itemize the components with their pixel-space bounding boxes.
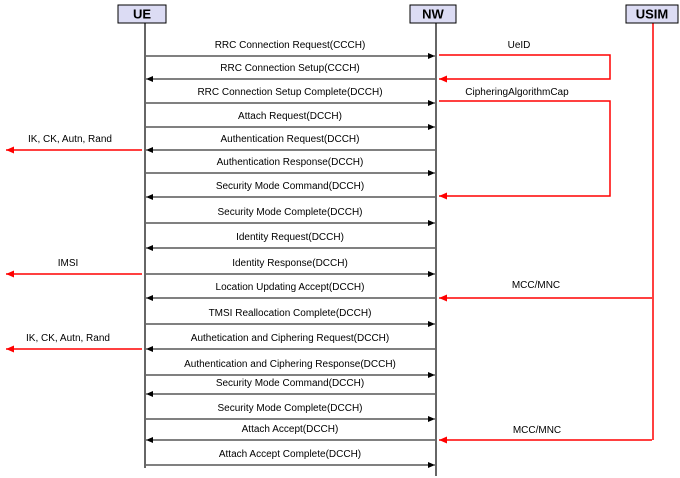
message-6: Authentication Response(DCCH): [146, 157, 435, 176]
message-9: Identity Request(DCCH): [146, 232, 435, 251]
message-3-label: RRC Connection Setup Complete(DCCH): [197, 87, 382, 98]
message-10-label: Identity Response(DCCH): [232, 258, 348, 269]
ue-output-1: IK, CK, Autn, Rand: [6, 134, 142, 154]
message-4-label: Attach Request(DCCH): [238, 111, 342, 122]
entity-ue: UE: [117, 4, 167, 24]
message-17: Attach Accept(DCCH): [146, 424, 435, 443]
usim-path-ueid: UeID: [439, 40, 611, 83]
message-12-label: TMSI Reallocation Complete(DCCH): [209, 308, 372, 319]
entity-usim-label: USIM: [636, 7, 669, 22]
usim-path-mccmnc-1: MCC/MNC: [439, 280, 652, 302]
message-11-label: Location Updating Accept(DCCH): [216, 282, 365, 293]
message-18: Attach Accept Complete(DCCH): [146, 449, 435, 468]
message-2: RRC Connection Setup(CCCH): [146, 63, 435, 82]
message-15-label: Security Mode Command(DCCH): [216, 378, 364, 389]
message-5: Authentication Request(DCCH): [146, 134, 435, 153]
usim-path-mccmnc-2-label: MCC/MNC: [513, 425, 561, 436]
usim-path-ciphering-label: CipheringAlgorithmCap: [465, 87, 569, 98]
message-16-label: Security Mode Complete(DCCH): [217, 403, 362, 414]
ue-output-2-label: IMSI: [58, 258, 79, 269]
entity-nw: NW: [409, 4, 457, 24]
usim-path-ueid-label: UeID: [508, 40, 531, 51]
message-5-label: Authentication Request(DCCH): [221, 134, 360, 145]
message-10: Identity Response(DCCH): [146, 258, 435, 277]
message-13-label: Authetication and Ciphering Request(DCCH…: [191, 333, 389, 344]
entity-nw-label: NW: [422, 7, 444, 22]
message-1: RRC Connection Request(CCCH): [146, 40, 435, 59]
message-18-label: Attach Accept Complete(DCCH): [219, 449, 361, 460]
entity-ue-label: UE: [133, 7, 151, 22]
usim-path-mccmnc-2: MCC/MNC: [439, 425, 652, 444]
message-4: Attach Request(DCCH): [146, 111, 435, 130]
usim-path-mccmnc-1-label: MCC/MNC: [512, 280, 560, 291]
ue-output-3: IK, CK, Autn, Rand: [6, 333, 142, 353]
message-15: Security Mode Command(DCCH): [146, 378, 435, 397]
message-3: RRC Connection Setup Complete(DCCH): [146, 87, 435, 106]
message-8: Security Mode Complete(DCCH): [146, 207, 435, 226]
message-12: TMSI Reallocation Complete(DCCH): [146, 308, 435, 327]
message-17-label: Attach Accept(DCCH): [242, 424, 339, 435]
message-7: Security Mode Command(DCCH): [146, 181, 435, 200]
message-2-label: RRC Connection Setup(CCCH): [220, 63, 360, 74]
message-13: Authetication and Ciphering Request(DCCH…: [146, 333, 435, 352]
ue-output-1-label: IK, CK, Autn, Rand: [28, 134, 112, 145]
usim-path-ciphering: CipheringAlgorithmCap: [439, 87, 611, 200]
message-14: Authentication and Ciphering Response(DC…: [146, 359, 435, 378]
message-11: Location Updating Accept(DCCH): [146, 282, 435, 301]
message-7-label: Security Mode Command(DCCH): [216, 181, 364, 192]
message-6-label: Authentication Response(DCCH): [217, 157, 364, 168]
message-16: Security Mode Complete(DCCH): [146, 403, 435, 422]
message-1-label: RRC Connection Request(CCCH): [215, 40, 366, 51]
ue-output-2: IMSI: [6, 258, 142, 278]
message-9-label: Identity Request(DCCH): [236, 232, 344, 243]
entity-usim: USIM: [625, 4, 679, 24]
message-8-label: Security Mode Complete(DCCH): [217, 207, 362, 218]
message-14-label: Authentication and Ciphering Response(DC…: [184, 359, 396, 370]
ue-output-3-label: IK, CK, Autn, Rand: [26, 333, 110, 344]
